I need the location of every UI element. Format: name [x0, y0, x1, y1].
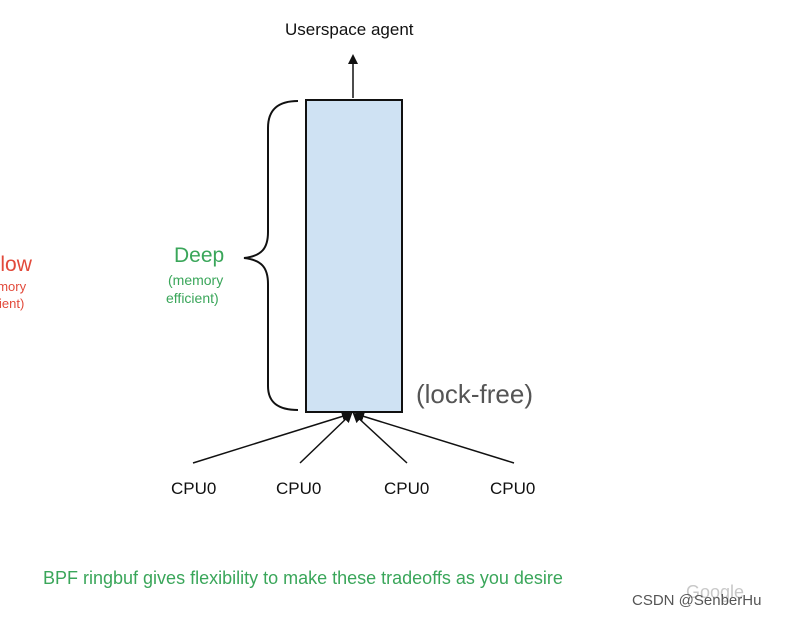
deep-sub-line2: efficient)	[166, 290, 219, 306]
depth-brace	[243, 100, 299, 411]
cpu-label-2: CPU0	[276, 479, 322, 498]
cpu-arrow-2	[299, 412, 353, 464]
cpu-arrow-1	[192, 411, 352, 464]
cpu-arrow-3	[352, 412, 408, 464]
shallow-sub-line1: emory	[0, 279, 27, 294]
cpu-label-3: CPU0	[384, 479, 430, 498]
cpu-arrow-4	[354, 411, 515, 464]
deep-sub-line1: (memory	[168, 272, 224, 288]
shallow-sub-line2: ficient)	[0, 296, 25, 311]
deep-label: Deep	[174, 244, 225, 267]
cpu-label-4: CPU0	[490, 479, 536, 498]
ring-buffer-box	[305, 99, 403, 413]
lock-free-label: (lock-free)	[416, 379, 534, 409]
csdn-watermark: CSDN @SenberHu	[632, 592, 762, 609]
footer-caption: BPF ringbuf gives flexibility to make th…	[43, 568, 563, 588]
cpu-label-1: CPU0	[171, 479, 217, 498]
userspace-agent-label: Userspace agent	[285, 20, 414, 39]
google-brand: Google	[686, 582, 745, 602]
shallow-label: allow	[0, 253, 32, 276]
